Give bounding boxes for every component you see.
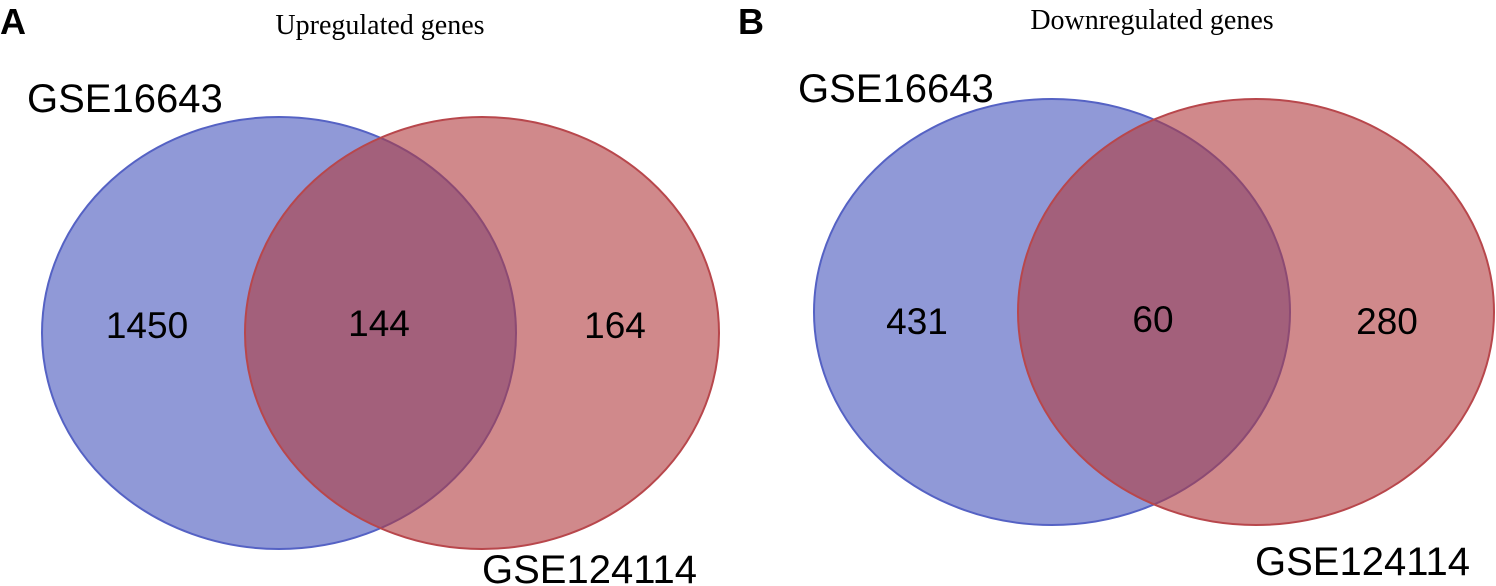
set-label-gse16643-b: GSE16643 (798, 67, 994, 111)
count-only-gse16643-b: 431 (886, 301, 948, 342)
panel-letter-b: B (738, 1, 764, 42)
venn-circle-gse124114-b (1017, 98, 1495, 526)
venn-circle-gse124114-a (244, 116, 720, 550)
panel-title-a: Upregulated genes (275, 10, 484, 41)
count-only-gse124114-a: 164 (584, 305, 646, 346)
count-intersection-b: 60 (1132, 299, 1173, 340)
panel-title-b: Downregulated genes (1030, 5, 1273, 36)
set-label-gse16643-a: GSE16643 (27, 77, 223, 121)
venn-panel-b: B Downregulated genes GSE16643 GSE124114… (738, 1, 1495, 584)
set-label-gse124114-a: GSE124114 (482, 548, 697, 586)
venn-panel-a: A Upregulated genes GSE16643 GSE124114 1… (0, 1, 720, 586)
set-label-gse124114-b: GSE124114 (1255, 540, 1470, 584)
count-intersection-a: 144 (348, 303, 410, 344)
panel-letter-a: A (0, 1, 26, 42)
count-only-gse124114-b: 280 (1356, 301, 1418, 342)
count-only-gse16643-a: 1450 (106, 305, 188, 346)
